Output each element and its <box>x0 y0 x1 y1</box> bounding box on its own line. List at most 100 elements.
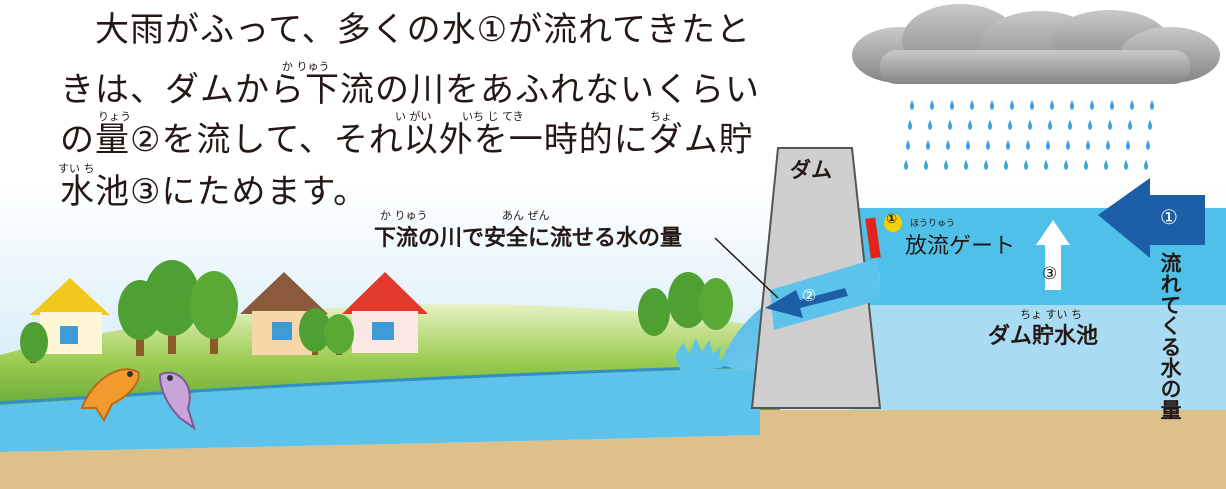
rain-drop <box>1024 160 1028 170</box>
rain-drop <box>1030 100 1034 110</box>
paragraph-line-4: 水池③にためます。 <box>60 172 369 212</box>
rain-drop <box>988 120 992 130</box>
rain-drop <box>990 100 994 110</box>
inflow-arrow-icon <box>1098 178 1205 258</box>
tree <box>324 314 354 355</box>
rain-drop <box>1048 120 1052 130</box>
paragraph-line-3: の量②を流して、それ以外を一時的にダム貯 <box>60 120 754 160</box>
rain-icon <box>904 100 1154 170</box>
rain-drop <box>1084 160 1088 170</box>
rain-drop <box>1150 100 1154 110</box>
rain-drop <box>1008 120 1012 130</box>
rain-drop <box>1026 140 1030 150</box>
rain-drop <box>1004 160 1008 170</box>
release-number: ② <box>802 286 817 305</box>
rain-drop <box>1108 120 1112 130</box>
rain-drop <box>1068 120 1072 130</box>
rain-drop <box>1046 140 1050 150</box>
rain-drop <box>964 160 968 170</box>
gate-number-badge <box>884 214 902 232</box>
rain-drop <box>928 120 932 130</box>
fish-icon <box>158 371 196 431</box>
river <box>0 368 760 452</box>
rain-drop <box>968 120 972 130</box>
rain-drop <box>950 100 954 110</box>
tree <box>190 271 238 354</box>
rain-drop <box>1148 120 1152 130</box>
rain-drop <box>1088 120 1092 130</box>
rain-drop <box>986 140 990 150</box>
reservoir-bed <box>880 420 1226 489</box>
safe-flow-ruby-karyu: か りゅう <box>380 209 428 222</box>
rain-drop <box>948 120 952 130</box>
rain-drop <box>966 140 970 150</box>
rain-drop <box>1070 100 1074 110</box>
ruby-igai: い がい <box>395 110 432 123</box>
rain-drop <box>1126 140 1130 150</box>
rain-drop <box>946 140 950 150</box>
rain-drop <box>1130 100 1134 110</box>
tree <box>699 278 733 330</box>
rain-drop <box>906 140 910 150</box>
ruby-karyu: か りゅう <box>282 60 330 73</box>
storage-number: ③ <box>1042 264 1058 284</box>
rain-drop <box>1010 100 1014 110</box>
gate-ruby: ほうりゅう <box>910 219 956 229</box>
tree <box>668 272 708 328</box>
rain-drop <box>1104 160 1108 170</box>
tree <box>20 322 48 363</box>
rain-drop <box>926 140 930 150</box>
inflow-vertical-label: 流れてくる水の量 <box>1158 252 1182 420</box>
reservoir-label: ダム貯水池 <box>988 324 1099 349</box>
rain-drop <box>910 100 914 110</box>
callout-line <box>714 237 779 299</box>
tree <box>144 260 200 354</box>
rain-drop <box>1086 140 1090 150</box>
paragraph-line-2: きは、ダムから下流の川をあふれないくらい <box>60 70 760 110</box>
rain-drop <box>924 160 928 170</box>
rain-drop <box>1006 140 1010 150</box>
ruby-suichi: すい ち <box>58 162 95 175</box>
rain-drop <box>1090 100 1094 110</box>
rain-drop <box>1064 160 1068 170</box>
rain-drop <box>1146 140 1150 150</box>
splash <box>675 338 731 372</box>
rain-drop <box>904 160 908 170</box>
dam-label: ダム <box>790 158 832 182</box>
rain-drop <box>908 120 912 130</box>
rain-drop <box>970 100 974 110</box>
storage-arrow-icon <box>1036 220 1070 290</box>
ruby-cho: ちょ <box>650 110 672 123</box>
fish-icon <box>80 368 140 422</box>
cloud-icon <box>852 4 1220 84</box>
gate-number: ① <box>886 212 898 227</box>
ruby-ryo: りょう <box>98 110 131 123</box>
rain-drop <box>1066 140 1070 150</box>
release-arrow-icon <box>765 288 848 318</box>
rain-drop <box>1144 160 1148 170</box>
rain-drop <box>1110 100 1114 110</box>
rain-drop <box>930 100 934 110</box>
rain-drop <box>1124 160 1128 170</box>
rain-drop <box>1028 120 1032 130</box>
house-yellow <box>30 278 110 354</box>
reservoir-ruby: ちょ すい ち <box>1020 308 1082 321</box>
ruby-ichijiteki: いち じ てき <box>462 110 524 123</box>
rain-drop <box>1044 160 1048 170</box>
rain-drop <box>1106 140 1110 150</box>
house-red <box>342 272 428 353</box>
reservoir-lower-water <box>850 305 1226 423</box>
inflow-number: ① <box>1160 205 1178 229</box>
safe-flow-ruby-anzen: あん ぜん <box>502 209 550 222</box>
rain-drop <box>1050 100 1054 110</box>
gate-red <box>865 217 881 259</box>
rain-drop <box>944 160 948 170</box>
gate-label: 放流ゲート <box>905 234 1016 259</box>
rain-drop <box>984 160 988 170</box>
tree <box>638 288 670 336</box>
safe-flow-label: 下流の川で安全に流せる水の量 <box>374 226 683 251</box>
paragraph-line-1: 大雨がふって、多くの水①が流れてきたと <box>60 10 752 50</box>
tree <box>299 308 331 355</box>
